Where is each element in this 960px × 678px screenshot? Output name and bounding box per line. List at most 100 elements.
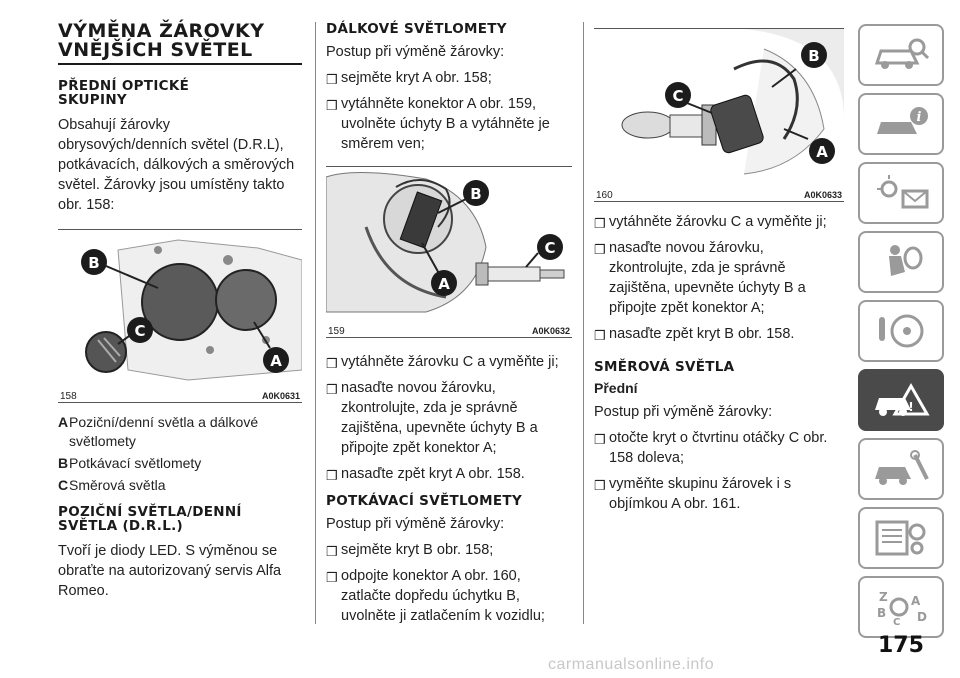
steps-list: ❒sejměte kryt B obr. 158; ❒odpojte konek… — [326, 540, 572, 626]
list-item: ❒nasaďte zpět kryt B obr. 158. — [594, 324, 844, 344]
label-a: A — [816, 143, 828, 161]
label-marker — [127, 317, 153, 343]
checkbox-bullet-icon: ❒ — [594, 216, 606, 231]
tab-warning-lights[interactable] — [858, 162, 944, 224]
tab-car-service[interactable] — [858, 438, 944, 500]
list-item: ❒nasaďte zpět kryt A obr. 158. — [326, 464, 572, 484]
svg-text:A: A — [911, 594, 921, 608]
subheading-front: Přední — [594, 380, 638, 396]
svg-text:D: D — [917, 610, 927, 624]
tab-alphabet-index[interactable]: Z A B D C — [858, 576, 944, 638]
label-marker — [81, 249, 107, 275]
section-heading-high-beam: DÁLKOVÉ SVĚTLOMETY — [326, 21, 507, 37]
column-divider — [583, 22, 584, 624]
procedure-intro: Postup při výměně žárovky: — [326, 516, 505, 532]
procedure-intro: Postup při výměně žárovky: — [594, 404, 773, 420]
page-number: 175 — [878, 633, 924, 658]
steps-list: ❒vytáhněte žárovku C a vyměňte ji; ❒nasa… — [326, 352, 572, 484]
label-a: A — [438, 275, 450, 293]
page-title: VÝMĚNA ŽÁROVKY VNĚJŠÍCH SVĚTEL — [58, 22, 302, 60]
chapter-tabs: i ! Z A B D C — [858, 24, 944, 645]
list-item: ❒nasaďte novou žárovku, zkontrolujte, zd… — [326, 380, 538, 456]
checkbox-bullet-icon: ❒ — [326, 98, 338, 113]
watermark: carmanualsonline.info — [548, 656, 715, 673]
checkbox-bullet-icon: ❒ — [326, 570, 338, 585]
column-2: DÁLKOVÉ SVĚTLOMETY Postup při výměně žár… — [325, 21, 572, 632]
svg-text:B: B — [877, 606, 886, 620]
checkbox-bullet-icon: ❒ — [326, 356, 338, 371]
figure-code: A0K0633 — [803, 190, 842, 200]
section-heading-low-beam: POTKÁVACÍ SVĚTLOMETY — [326, 493, 523, 509]
label-c: C — [672, 87, 683, 105]
checkbox-bullet-icon: ❒ — [594, 478, 606, 493]
car-breakdown-icon: ! — [875, 382, 930, 416]
airbag-seat-icon — [889, 245, 923, 276]
front-optics-text: Obsahují žárovky obrysových/denních svět… — [58, 117, 295, 213]
alphabet-index-icon: Z A B D C — [877, 590, 927, 627]
procedure-intro: Postup při výměně žárovky: — [326, 44, 505, 60]
svg-text:!: ! — [908, 400, 913, 414]
list-item: ❒nasaďte novou žárovku, zkontrolujte, zd… — [594, 240, 806, 316]
section-heading-turn-signals: SMĚROVÁ SVĚTLA — [594, 359, 735, 375]
checkbox-bullet-icon: ❒ — [326, 382, 338, 397]
steering-wheel-icon — [879, 314, 924, 348]
steps-list: ❒otočte kryt o čtvrtinu otáčky C obr. 15… — [594, 428, 844, 514]
figure-158: B C A 158 A0K0631 — [58, 229, 303, 403]
warning-lights-icon — [877, 175, 929, 209]
column-divider — [315, 22, 316, 624]
list-item: ❒otočte kryt o čtvrtinu otáčky C obr. 15… — [594, 430, 828, 466]
tab-car-info[interactable]: i — [858, 93, 944, 155]
label-c: C — [544, 239, 555, 257]
list-item: ❒sejměte kryt A obr. 158; — [326, 68, 572, 88]
list-item: ❒vytáhněte žárovku C a vyměňte ji; — [326, 352, 572, 372]
label-c: C — [134, 322, 145, 340]
figure-caption: 160 A0K0633 — [594, 186, 844, 201]
car-info-icon: i — [877, 107, 928, 134]
settings-list-icon — [875, 520, 926, 556]
label-marker — [263, 347, 289, 373]
figure-160: B C A 160 A0K0633 — [594, 28, 844, 202]
low-beam-bulb-illustration: B C A — [594, 29, 844, 181]
tab-airbag-seat[interactable] — [858, 231, 944, 293]
figure-code: A0K0632 — [531, 326, 570, 336]
label-b: B — [808, 47, 819, 65]
figure-caption: 158 A0K0631 — [58, 387, 302, 402]
list-item: ❒odpojte konektor A obr. 160, zatlačte d… — [326, 568, 545, 624]
section-heading-position-lights: POZIČNÍ SVĚTLA/DENNÍ SVĚTLA (D.R.L.) — [58, 504, 242, 534]
figure-number: 159 — [328, 326, 345, 337]
title-underline — [58, 63, 302, 65]
figure-code: A0K0631 — [261, 391, 300, 401]
label-b: B — [470, 185, 481, 203]
checkbox-bullet-icon: ❒ — [326, 72, 338, 87]
title-line-2: VNĚJŠÍCH SVĚTEL — [58, 39, 253, 61]
column-3: B C A 160 A0K0633 ❒vytáhněte žárovku C a… — [594, 22, 844, 520]
car-search-icon — [874, 38, 930, 69]
tab-steering[interactable] — [858, 300, 944, 362]
svg-text:Z: Z — [879, 590, 888, 604]
position-lights-text: Tvoří je diody LED. S výměnou se obraťte… — [58, 543, 282, 599]
title-line-1: VÝMĚNA ŽÁROVKY — [58, 20, 265, 42]
steps-list: ❒vytáhněte žárovku C a vyměňte ji; ❒nasa… — [594, 212, 844, 344]
label-b: B — [88, 254, 99, 272]
tab-car-search[interactable] — [858, 24, 944, 86]
steps-list: ❒sejměte kryt A obr. 158; ❒vytáhněte kon… — [326, 68, 572, 154]
headlamp-rear-illustration: B C A — [58, 230, 303, 382]
figure-159: B C A 159 A0K0632 — [325, 166, 572, 338]
figure-number: 160 — [596, 190, 613, 201]
tab-settings-list[interactable] — [858, 507, 944, 569]
label-a: A — [270, 352, 282, 370]
checkbox-bullet-icon: ❒ — [594, 432, 606, 447]
svg-text:i: i — [917, 110, 922, 125]
checkbox-bullet-icon: ❒ — [326, 544, 338, 559]
svg-text:C: C — [893, 617, 900, 627]
tab-car-breakdown[interactable]: ! — [858, 369, 944, 431]
list-item: ❒vyměňte skupinu žárovek i s objímkou A … — [594, 476, 792, 512]
checkbox-bullet-icon: ❒ — [594, 328, 606, 343]
list-item: ❒vytáhněte konektor A obr. 159, uvolněte… — [326, 96, 550, 152]
car-service-icon — [875, 450, 929, 485]
high-beam-bulb-illustration: B C A — [325, 167, 572, 317]
